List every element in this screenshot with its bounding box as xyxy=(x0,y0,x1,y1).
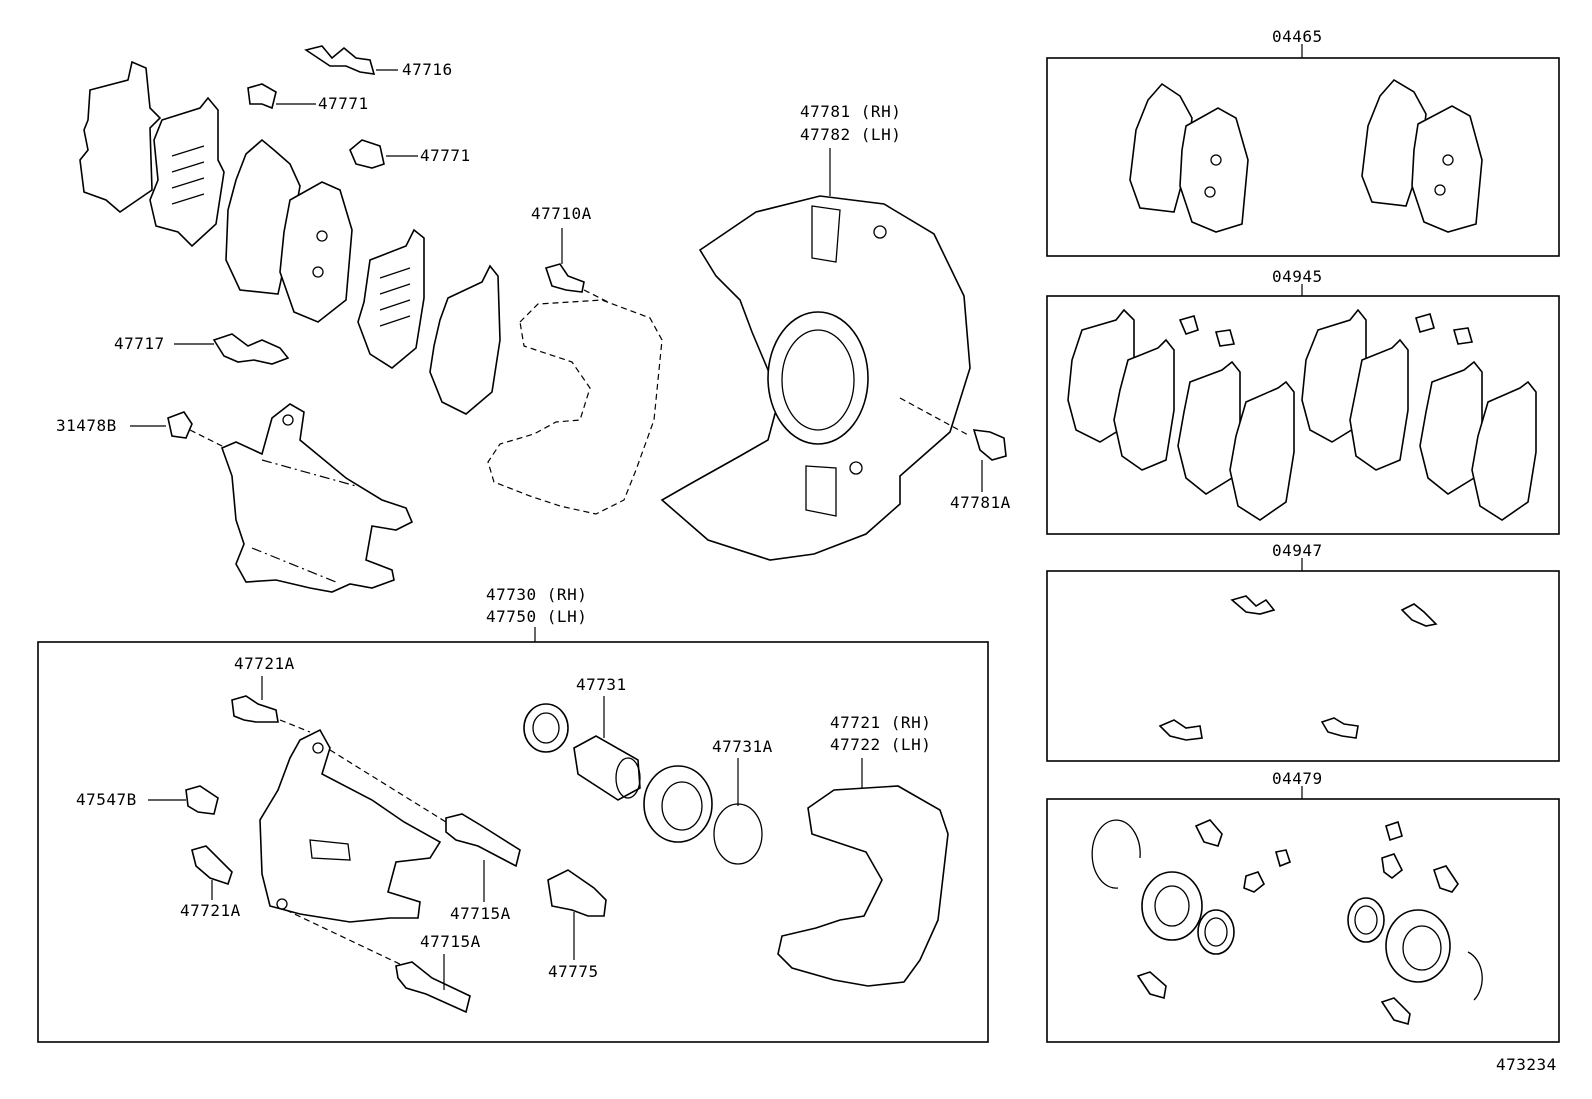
callout-47781A: 47781A xyxy=(950,493,1011,512)
caliper-cylinder-sketch xyxy=(220,403,414,593)
kit-label-04945: 04945 xyxy=(1272,267,1323,286)
shim-inner-left xyxy=(149,96,225,248)
clip-47771-b xyxy=(349,139,385,169)
callout-47715A-b: 47715A xyxy=(420,932,481,951)
callout-47750-lh: 47750 (LH) xyxy=(486,607,588,626)
clip-47771-a xyxy=(247,83,277,110)
callout-47731A: 47731A xyxy=(712,737,773,756)
shim-outer-left xyxy=(79,60,162,214)
callout-47717: 47717 xyxy=(114,334,165,353)
callout-47730-rh: 47730 (RH) xyxy=(486,585,588,604)
callout-47547B: 47547B xyxy=(76,790,137,809)
callout-47731: 47731 xyxy=(576,675,627,694)
piston-47731 xyxy=(573,735,641,801)
guide-pin-47715A-a xyxy=(445,813,521,868)
figure-number: 473234 xyxy=(1496,1055,1557,1074)
clip-47717 xyxy=(212,333,290,365)
kit-04947-clips xyxy=(1158,595,1438,741)
kit-04479-seals xyxy=(1091,819,1483,1026)
callout-47722-lh: 47722 (LH) xyxy=(830,735,932,754)
kit-04465-box xyxy=(1046,57,1560,257)
kit-label-04947: 04947 xyxy=(1272,541,1323,560)
bolt-47721A-top xyxy=(231,695,279,723)
clip-47716 xyxy=(304,45,376,75)
kit-04945-shims-right xyxy=(1301,308,1537,521)
callout-47771-a: 47771 xyxy=(318,94,369,113)
boot-47731 xyxy=(643,765,713,843)
callout-47771-b: 47771 xyxy=(420,146,471,165)
callout-47782-lh: 47782 (LH) xyxy=(800,125,902,144)
callout-31478B: 31478B xyxy=(56,416,117,435)
kit-04945-shims-left xyxy=(1067,308,1295,521)
callout-47721-rh: 47721 (RH) xyxy=(830,713,932,732)
caliper-body xyxy=(259,728,442,923)
bushing-31478B xyxy=(167,411,193,439)
callout-47710A: 47710A xyxy=(531,204,592,223)
kit-04947-box xyxy=(1046,570,1560,762)
kit-04465-pads-left xyxy=(1129,82,1249,233)
callout-47775: 47775 xyxy=(548,962,599,981)
seal-47731-ring xyxy=(523,703,569,753)
guide-pin-47715A-b xyxy=(395,961,471,1014)
ring-47731A xyxy=(713,803,763,865)
shim-inner-right xyxy=(357,228,425,369)
kit-label-04465: 04465 xyxy=(1272,27,1323,46)
caliper-assembly-box xyxy=(37,641,989,1043)
callout-47715A-a: 47715A xyxy=(450,904,511,923)
dust-shield xyxy=(660,195,971,561)
kit-04465-pads-right xyxy=(1361,78,1483,233)
bolt-47547B xyxy=(185,785,219,815)
callout-47721A-top: 47721A xyxy=(234,654,295,673)
callout-47721A-bottom: 47721A xyxy=(180,901,241,920)
kit-label-04479: 04479 xyxy=(1272,769,1323,788)
shim-outer-right xyxy=(429,264,501,415)
bolt-47710A xyxy=(544,263,585,293)
bracket-47721-box xyxy=(777,785,949,987)
boot-47775 xyxy=(547,869,607,917)
bolt-47781A xyxy=(972,429,1007,461)
kit-04479-box xyxy=(1046,798,1560,1043)
bolt-47721A-bottom xyxy=(191,845,233,886)
callout-47781-rh: 47781 (RH) xyxy=(800,102,902,121)
kit-04945-box xyxy=(1046,295,1560,535)
caliper-bracket-top-dashed xyxy=(487,299,663,515)
brake-pad-left xyxy=(225,138,353,323)
callout-47716: 47716 xyxy=(402,60,453,79)
